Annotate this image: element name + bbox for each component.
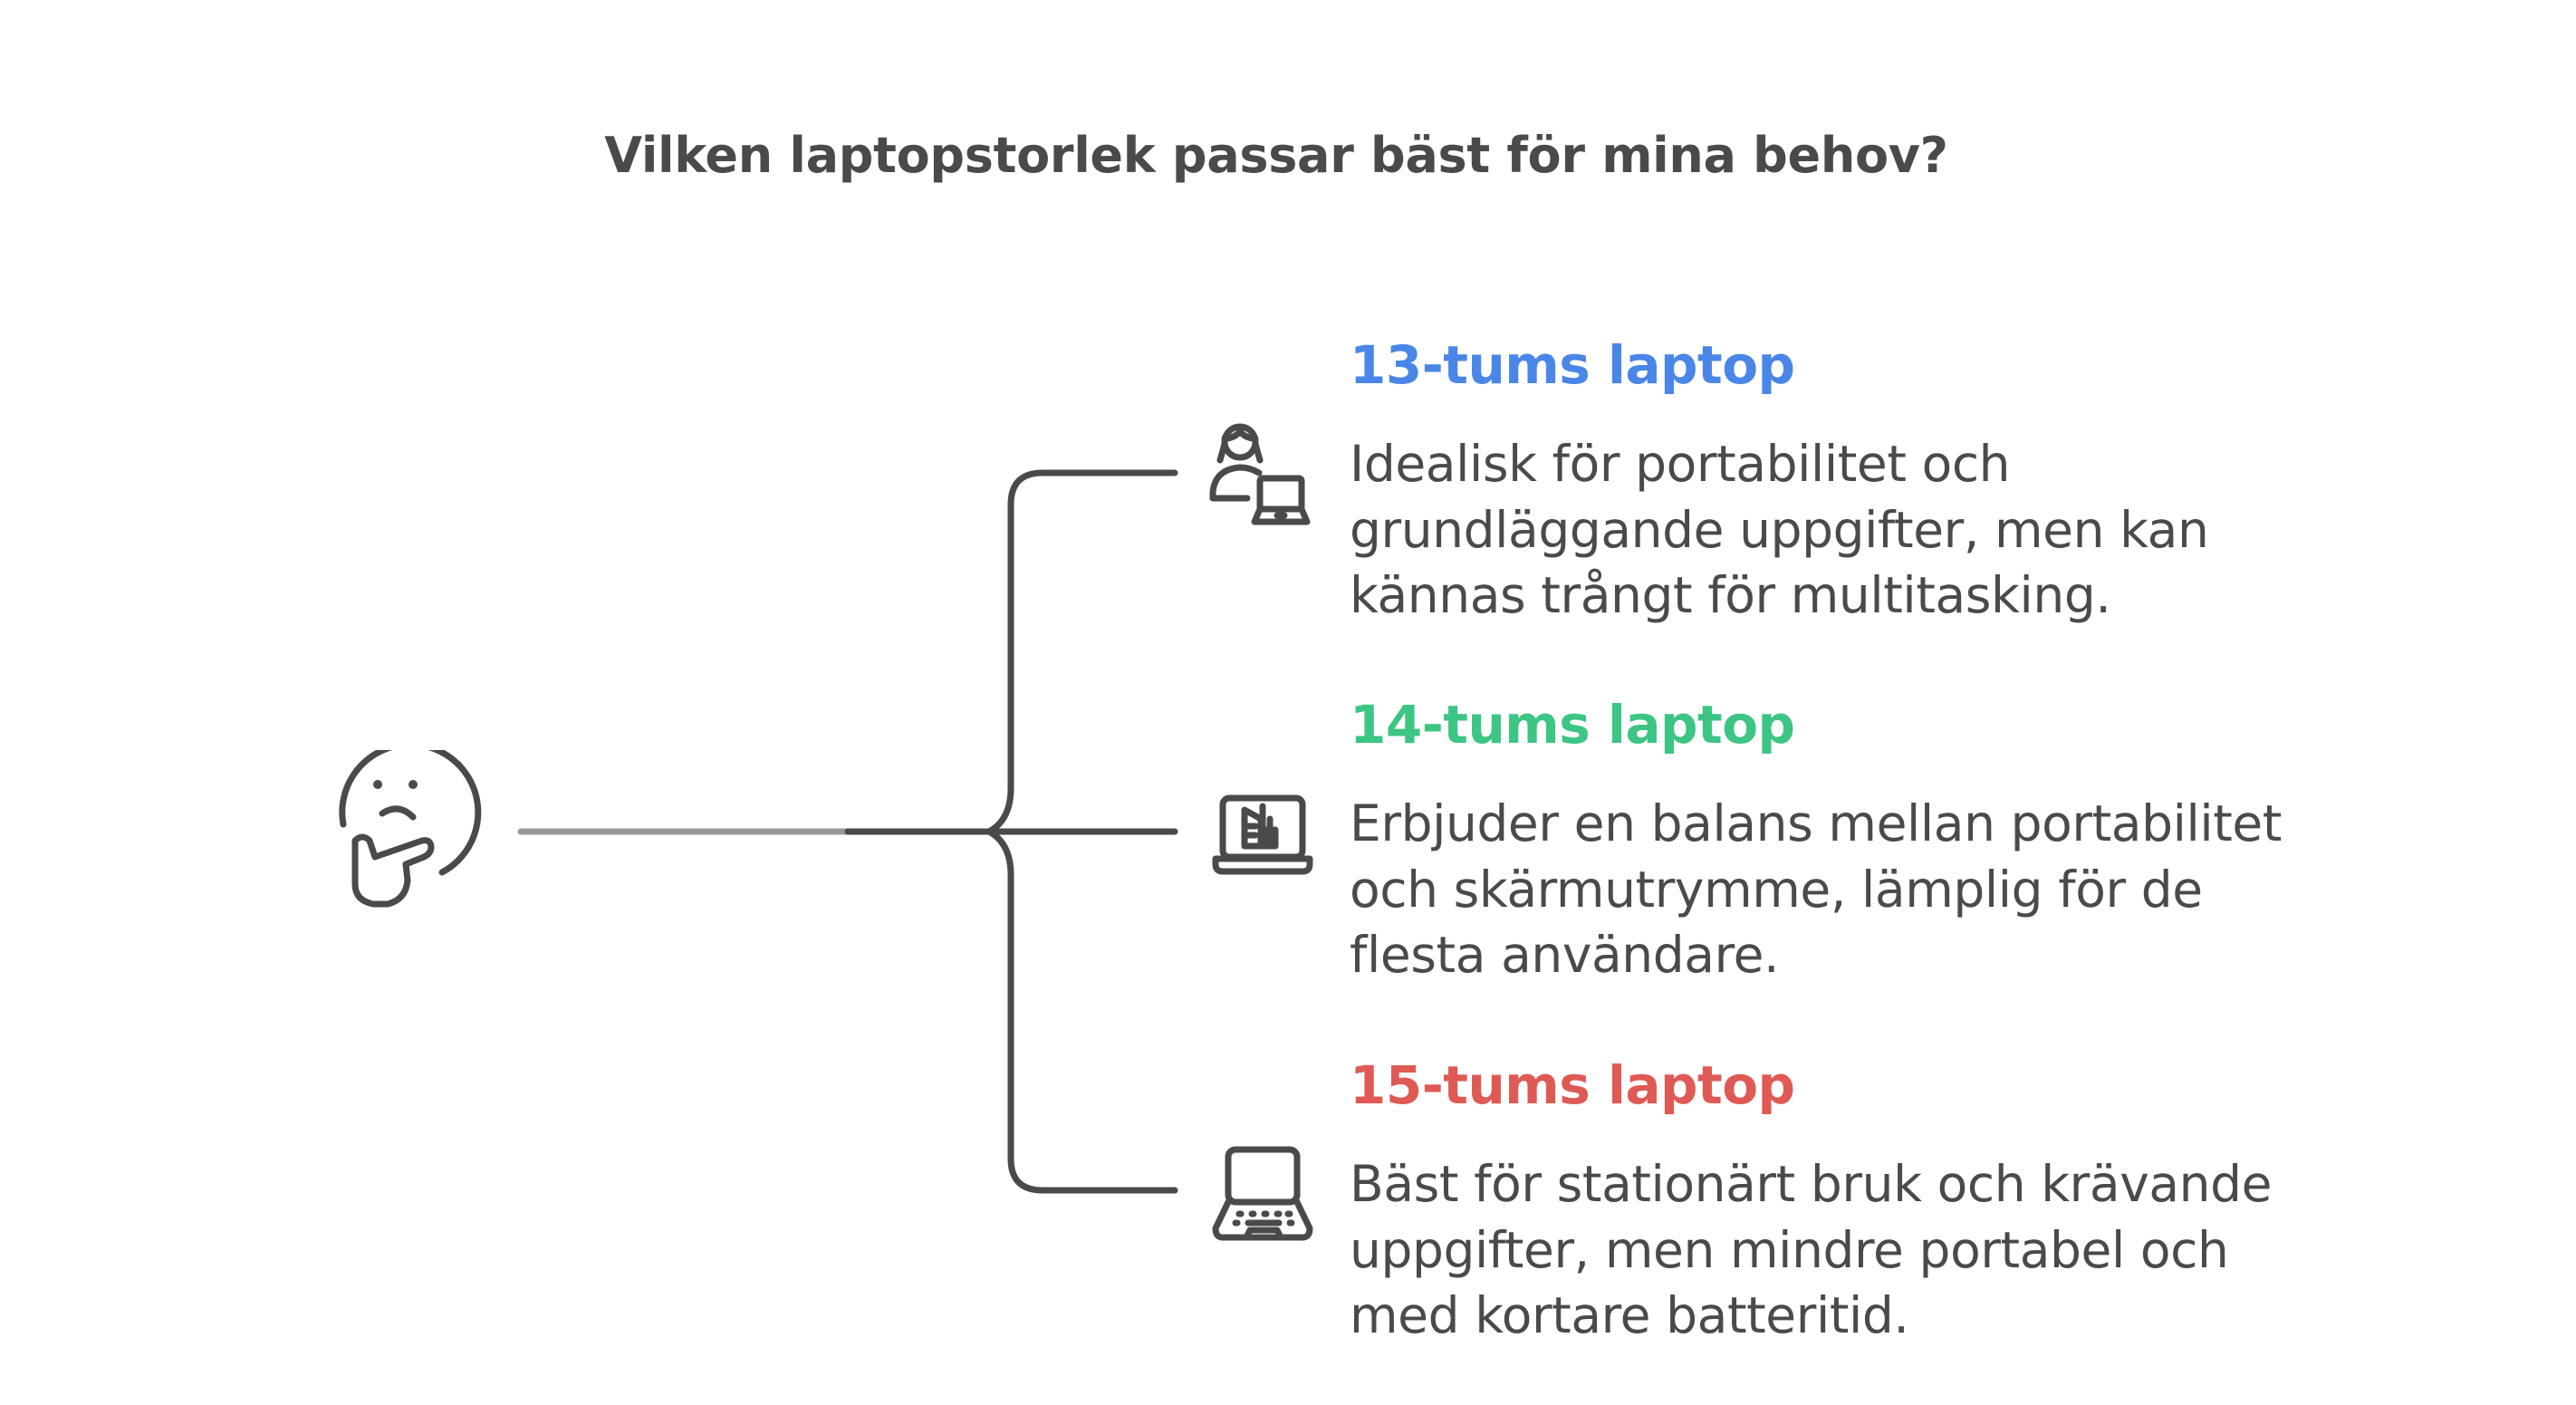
option-description: Bäst för stationärt bruk och krävande up…: [1350, 1151, 2527, 1349]
description-line: kännas trångt för multitasking.: [1350, 566, 2111, 624]
bracket-lower: [985, 828, 1178, 1194]
option-14-inch: 14-tums laptop Erbjuder en balans mellan…: [1350, 693, 2527, 988]
option-heading: 15-tums laptop: [1350, 1054, 1795, 1116]
description-line: flesta användare.: [1350, 926, 1780, 984]
option-description: Idealisk för portabilitet och grundlägga…: [1350, 431, 2527, 629]
option-heading: 13-tums laptop: [1350, 334, 1795, 396]
laptop-with-chart-icon: [1212, 794, 1313, 877]
description-line: med kortare batteritid.: [1350, 1286, 1909, 1344]
option-heading: 14-tums laptop: [1350, 694, 1795, 755]
thinking-face-icon: [337, 750, 482, 913]
description-line: Bäst för stationärt bruk och krävande: [1350, 1155, 2273, 1213]
option-description: Erbjuder en balans mellan portabilitet o…: [1350, 791, 2527, 988]
bracket-upper: [985, 469, 1178, 835]
diagram-title-text: Vilken laptopstorlek passar bäst för min…: [604, 127, 1948, 184]
description-line: och skärmutrymme, lämplig för de: [1350, 860, 2203, 919]
option-15-inch: 15-tums laptop Bäst för stationärt bruk …: [1350, 1054, 2527, 1349]
description-line: Erbjuder en balans mellan portabilitet: [1350, 794, 2283, 852]
description-line: Idealisk för portabilitet och: [1350, 435, 2011, 493]
description-line: grundläggande uppgifter, men kan: [1350, 500, 2209, 559]
description-line: uppgifter, men mindre portabel och: [1350, 1220, 2229, 1279]
person-with-laptop-icon: [1209, 422, 1313, 526]
diagram-title: Vilken laptopstorlek passar bäst för min…: [0, 127, 2576, 184]
option-13-inch: 13-tums laptop Idealisk för portabilitet…: [1350, 333, 2527, 629]
laptop-with-keyboard-icon: [1212, 1145, 1313, 1243]
